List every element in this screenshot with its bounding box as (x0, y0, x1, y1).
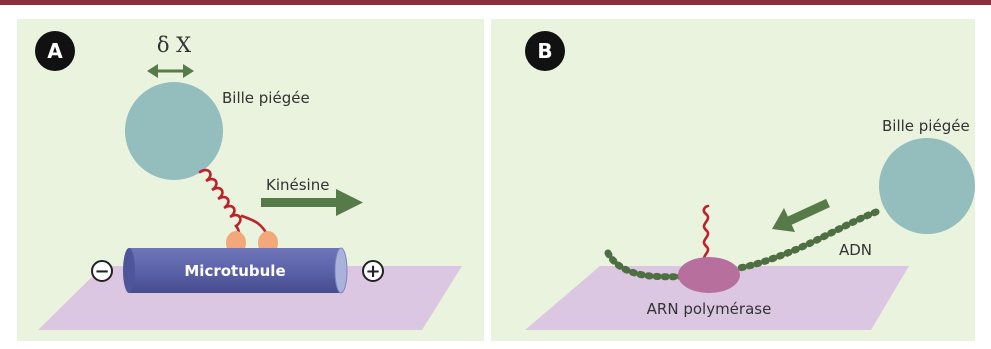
plus-end-badge (362, 260, 384, 282)
minus-end-badge (91, 260, 113, 282)
rna-transcript (702, 204, 710, 264)
rna-polymerase (678, 257, 740, 293)
dna-movement-arrow (772, 198, 830, 232)
plus-end-sign: + (365, 261, 380, 282)
top-rule (0, 0, 991, 5)
panel-a-letter: A (47, 39, 63, 63)
microtubule-label: Microtubule (184, 262, 285, 280)
delta-x-label: δ X (157, 33, 191, 57)
panel-a: A δ X Bille piégée Kinésine Mic (17, 19, 484, 341)
microtubule (123, 247, 348, 294)
polymerase-label: ARN polymérase (647, 300, 772, 318)
trapped-bead-b (879, 138, 975, 234)
panel-b-letter: B (537, 39, 552, 63)
kinesin-label: Kinésine (266, 176, 329, 194)
dna-strand-upstream (604, 249, 689, 281)
panel-b: B Bille piégée ARN polymérase ADN (491, 19, 975, 341)
dna-strand-downstream (735, 208, 880, 272)
panel-b-slide (525, 266, 909, 330)
trapped-bead-a (125, 82, 223, 180)
panel-a-letter-badge (35, 31, 75, 71)
kinesin-direction-arrow (261, 189, 363, 216)
dna-label: ADN (839, 241, 872, 259)
bead-label-a: Bille piégée (222, 89, 310, 107)
delta-x-double-arrow (147, 64, 194, 78)
panel-b-letter-badge (525, 31, 565, 71)
minus-end-sign: − (94, 261, 109, 282)
bead-label-b: Bille piégée (882, 117, 970, 135)
